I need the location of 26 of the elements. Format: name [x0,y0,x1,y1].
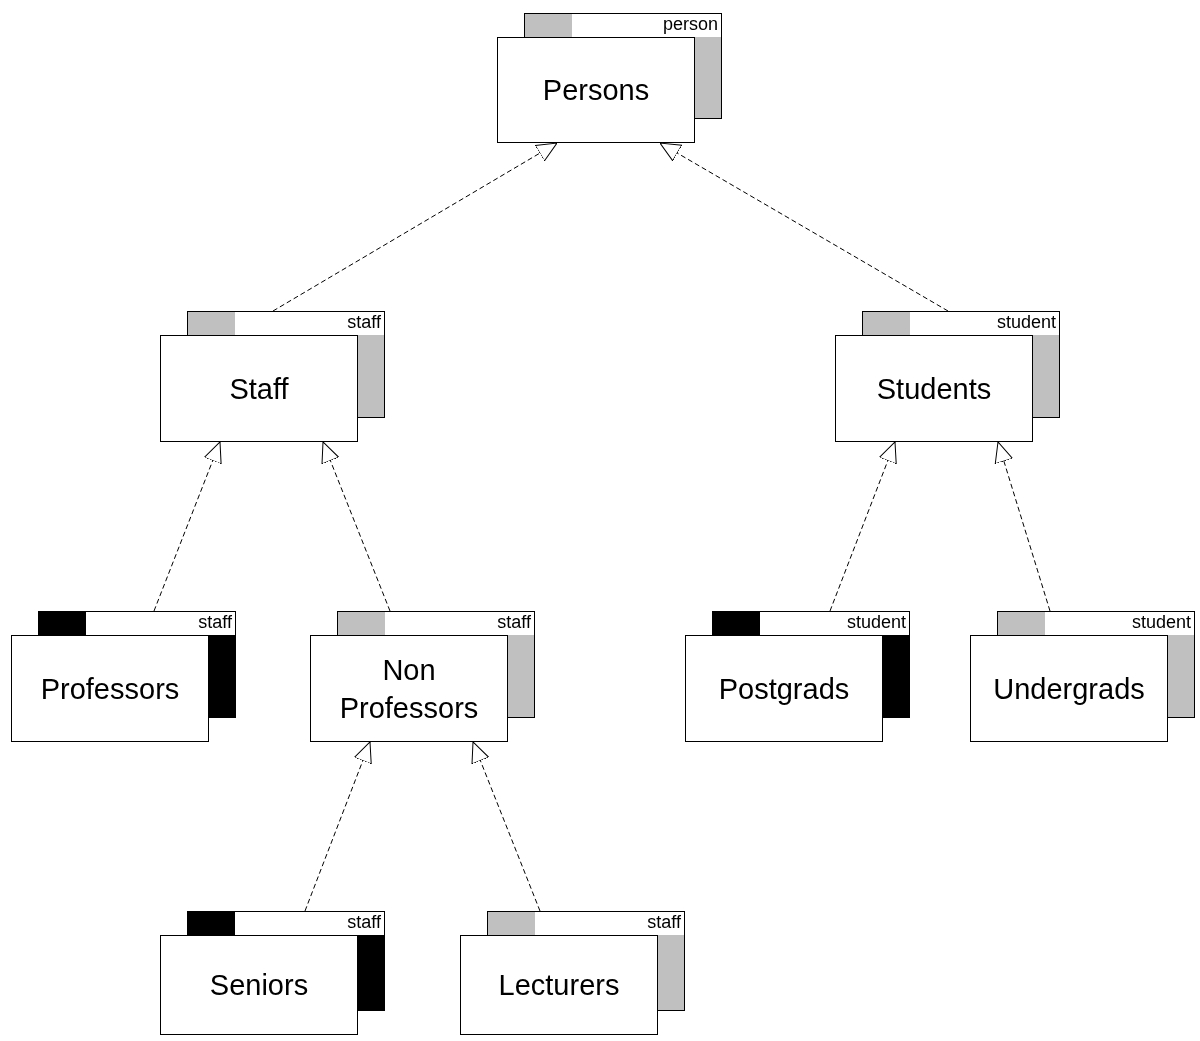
generalization-arrow [829,441,897,612]
class-name: Staff [229,371,289,407]
class-name: Lecturers [498,968,620,1003]
class-name: Postgrads [718,671,850,707]
type-label: staff [347,912,381,932]
class-name: Undergrads [993,671,1145,707]
type-label: student [1131,612,1191,632]
type-label: staff [198,612,232,632]
generalization-arrow [272,142,558,312]
type-label: staff [647,912,681,932]
type-label: student [846,612,906,632]
type-label: student [996,312,1056,332]
class-name: Students [876,371,992,407]
class-name: Persons [542,73,650,108]
generalization-arrow [994,441,1051,612]
type-label: staff [347,312,381,332]
class-name: Seniors [209,968,309,1003]
type-label: staff [497,612,531,632]
class-name: Professors [40,671,180,707]
generalization-arrow [304,741,372,912]
generalization-arrow [153,441,222,612]
generalization-arrow [659,142,949,312]
generalization-arrow [471,741,541,912]
class-name: Non Professors [338,652,480,726]
generalization-arrow [321,441,391,612]
type-label: person [662,14,718,34]
